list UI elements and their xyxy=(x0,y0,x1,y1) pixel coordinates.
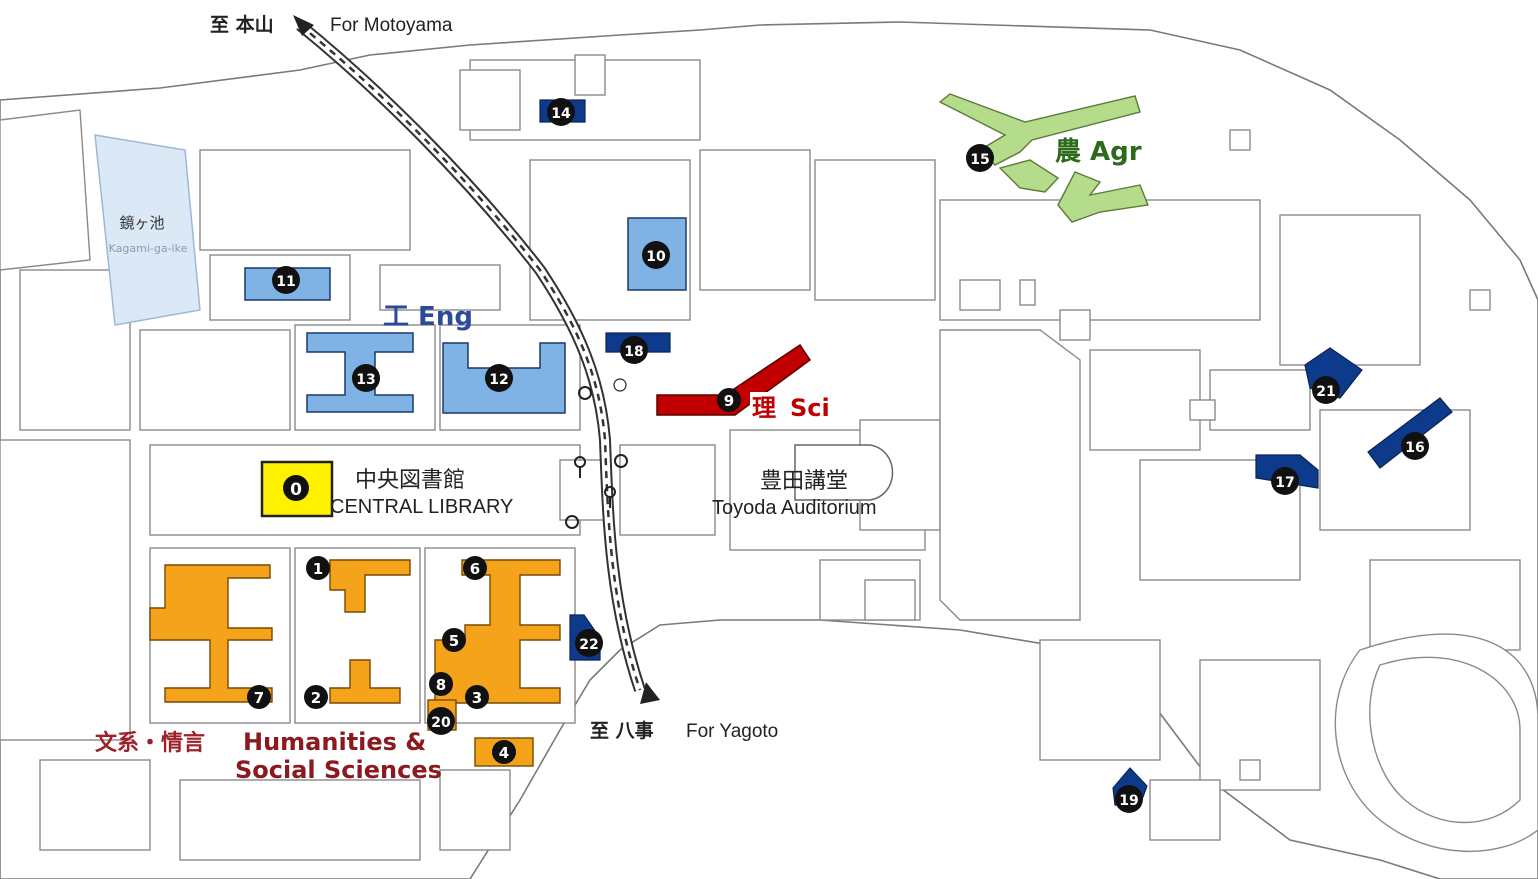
marker-22[interactable]: 22 xyxy=(575,629,603,657)
svg-text:9: 9 xyxy=(724,392,734,410)
library-label-en: CENTRAL LIBRARY xyxy=(330,496,513,518)
marker-0[interactable]: 0 xyxy=(283,475,309,501)
toyoda-auditorium-outline xyxy=(794,444,894,501)
pond-label-en: Kagami-ga-ike xyxy=(109,242,188,255)
auditorium-label-en: Toyoda Auditorium xyxy=(712,497,877,519)
south-direction-jp: 至 八事 xyxy=(590,719,654,742)
svg-text:4: 4 xyxy=(499,744,509,762)
route-path xyxy=(293,15,660,704)
area-label-humanities-jp: 文系・情言 xyxy=(95,730,205,756)
direction-labels: 至 本山 For Motoyama 至 八事 For Yagoto xyxy=(210,13,778,742)
svg-text:21: 21 xyxy=(1316,384,1335,400)
svg-text:7: 7 xyxy=(254,689,264,707)
svg-text:0: 0 xyxy=(290,480,302,500)
svg-text:12: 12 xyxy=(489,372,508,388)
pond-label-jp: 鏡ヶ池 xyxy=(119,214,164,232)
marker-15[interactable]: 15 xyxy=(966,144,994,172)
area-labels: 工 Eng 理 Sci 農 Agr 文系・情言 Humanities & Soc… xyxy=(95,137,1142,784)
marker-12[interactable]: 12 xyxy=(485,364,513,392)
svg-text:10: 10 xyxy=(646,249,666,265)
facility-labels: 中央図書館 CENTRAL LIBRARY 豊田講堂 Toyoda Audito… xyxy=(330,468,877,519)
svg-text:1: 1 xyxy=(313,560,323,578)
marker-5[interactable]: 5 xyxy=(442,628,466,652)
postoffice-icon xyxy=(613,378,627,392)
toilet-icon xyxy=(614,454,628,468)
marker-13[interactable]: 13 xyxy=(352,364,380,392)
building-agr-north[interactable] xyxy=(938,93,1141,166)
svg-text:11: 11 xyxy=(276,274,295,290)
area-label-humanities-en-1: Humanities & xyxy=(243,728,426,756)
svg-text:15: 15 xyxy=(970,152,989,168)
auditorium-label-jp: 豊田講堂 xyxy=(760,469,848,494)
area-label-agriculture: 農 Agr xyxy=(1055,137,1142,167)
building-3-5-6-8[interactable] xyxy=(434,559,561,704)
marker-14[interactable]: 14 xyxy=(547,98,575,126)
marker-2[interactable]: 2 xyxy=(304,685,328,709)
agriculture-buildings xyxy=(938,93,1149,223)
map-base xyxy=(0,21,1538,879)
marker-8[interactable]: 8 xyxy=(429,672,453,696)
area-label-engineering: 工 Eng xyxy=(383,302,473,332)
svg-text:20: 20 xyxy=(431,715,451,731)
svg-text:14: 14 xyxy=(551,106,571,122)
marker-10[interactable]: 10 xyxy=(642,241,670,269)
svg-text:2: 2 xyxy=(311,689,321,707)
building-1[interactable] xyxy=(329,559,411,613)
north-arrow-icon xyxy=(293,15,314,36)
area-label-science-en: Sci xyxy=(790,394,830,422)
toilet-icon xyxy=(578,386,592,400)
marker-17[interactable]: 17 xyxy=(1271,467,1299,495)
marker-3[interactable]: 3 xyxy=(465,685,489,709)
north-direction-jp: 至 本山 xyxy=(210,13,274,36)
kagamigaike-pond: 鏡ヶ池 Kagami-ga-ike xyxy=(94,134,201,326)
marker-19[interactable]: 19 xyxy=(1115,785,1143,813)
building-15[interactable] xyxy=(998,159,1060,193)
svg-text:13: 13 xyxy=(356,372,375,388)
svg-text:19: 19 xyxy=(1119,793,1138,809)
svg-text:18: 18 xyxy=(624,344,643,360)
marker-21[interactable]: 21 xyxy=(1312,376,1340,404)
building-2[interactable] xyxy=(329,659,401,704)
svg-text:3: 3 xyxy=(472,689,482,707)
building-agr-south[interactable] xyxy=(1057,171,1149,223)
marker-11[interactable]: 11 xyxy=(272,266,300,294)
marker-18[interactable]: 18 xyxy=(620,336,648,364)
marker-9[interactable]: 9 xyxy=(717,388,741,412)
north-direction-en: For Motoyama xyxy=(330,15,453,36)
marker-6[interactable]: 6 xyxy=(463,556,487,580)
toilet-icon xyxy=(565,515,579,529)
area-label-science-jp: 理 xyxy=(752,394,776,422)
marker-16[interactable]: 16 xyxy=(1401,432,1429,460)
svg-text:22: 22 xyxy=(579,637,598,653)
svg-text:8: 8 xyxy=(436,676,446,694)
south-arrow-icon xyxy=(640,682,660,704)
library-label-jp: 中央図書館 xyxy=(355,468,465,493)
svg-text:16: 16 xyxy=(1405,440,1424,456)
marker-1[interactable]: 1 xyxy=(306,556,330,580)
svg-text:17: 17 xyxy=(1275,475,1294,491)
building-7[interactable] xyxy=(149,564,273,703)
marker-20[interactable]: 20 xyxy=(427,707,455,735)
svg-text:5: 5 xyxy=(449,632,459,650)
building-markers: 0 1 2 3 4 5 6 7 8 9 10 11 12 13 14 15 16… xyxy=(247,98,1429,813)
svg-text:6: 6 xyxy=(470,560,480,578)
marker-4[interactable]: 4 xyxy=(492,740,516,764)
restroom-icons xyxy=(565,378,628,529)
south-direction-en: For Yagoto xyxy=(686,721,778,742)
marker-7[interactable]: 7 xyxy=(247,685,271,709)
area-label-humanities-en-2: Social Sciences xyxy=(235,756,442,784)
